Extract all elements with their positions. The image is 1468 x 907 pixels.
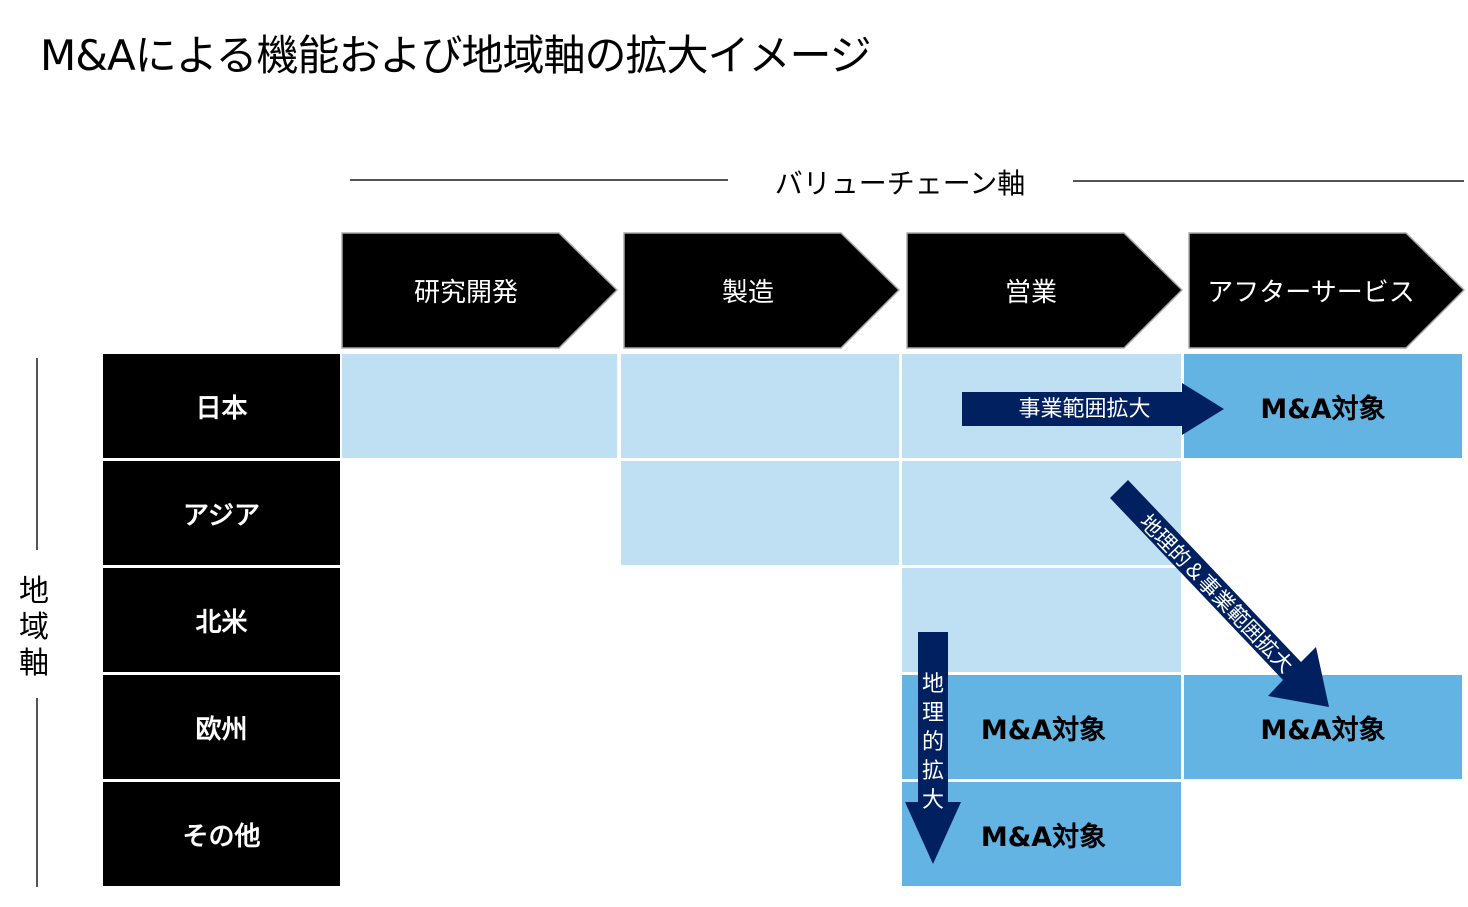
ma-target-label: M&A対象: [980, 821, 1107, 853]
value-chain-axis-label: バリューチェーン軸: [774, 167, 1026, 200]
stage-label: 営業: [1004, 277, 1057, 308]
region-other: その他: [103, 782, 340, 886]
stage-label: 研究開発: [413, 277, 518, 308]
ma-target-label: M&A対象: [1260, 393, 1386, 425]
chevron-shape: [1188, 232, 1466, 349]
stage-rd: 研究開発: [341, 232, 619, 349]
region-north-america: 北米: [103, 568, 340, 672]
chevron-shape: [906, 232, 1184, 349]
ma-target-cell: M&A対象: [1184, 354, 1462, 458]
business-expansion-arrow: 事業範囲拡大: [962, 383, 1224, 435]
arrow-diagonal-icon: [1110, 480, 1329, 707]
current-business-cell: [902, 568, 1181, 672]
chevron-shape: [341, 232, 619, 349]
stage-sales: 営業: [906, 232, 1184, 349]
current-business-cell: [621, 354, 899, 458]
region-asia: アジア: [103, 461, 340, 565]
region-axis-line-top: [36, 358, 38, 550]
region-axis-line-bottom: [36, 698, 38, 887]
region-japan: 日本: [103, 354, 340, 458]
value-chain-axis-line-right: [1073, 180, 1464, 182]
arrow-right-icon: [962, 383, 1224, 435]
region-europe: 欧州: [103, 675, 340, 779]
region-axis-label: 地域軸: [19, 574, 49, 681]
stage-label: アフターサービス: [1207, 277, 1415, 308]
ma-target-label: M&A対象: [980, 714, 1107, 746]
current-business-cell: [342, 354, 617, 458]
stage-after-service: アフターサービス: [1188, 232, 1466, 349]
ma-target-cell: M&A対象: [902, 675, 1181, 779]
geo-expansion-label: 地理的拡大: [921, 672, 944, 813]
arrow-down-icon: [905, 632, 961, 864]
ma-target-cell: M&A対象: [902, 782, 1181, 886]
business-expansion-label: 事業範囲拡大: [1018, 397, 1151, 422]
geo-expansion-arrow: 地理的拡大: [905, 632, 961, 864]
ma-target-label: M&A対象: [1260, 714, 1386, 746]
page-title: M&Aによる機能および地域軸の拡大イメージ: [40, 31, 872, 80]
chevron-shape: [623, 232, 901, 349]
stage-manufacturing: 製造: [623, 232, 901, 349]
stage-label: 製造: [721, 277, 774, 308]
geo-business-expansion-arrow: 地理的＆事業範囲拡大: [1108, 476, 1338, 708]
value-chain-axis-line-left: [350, 179, 728, 181]
current-business-cell: [621, 461, 899, 565]
